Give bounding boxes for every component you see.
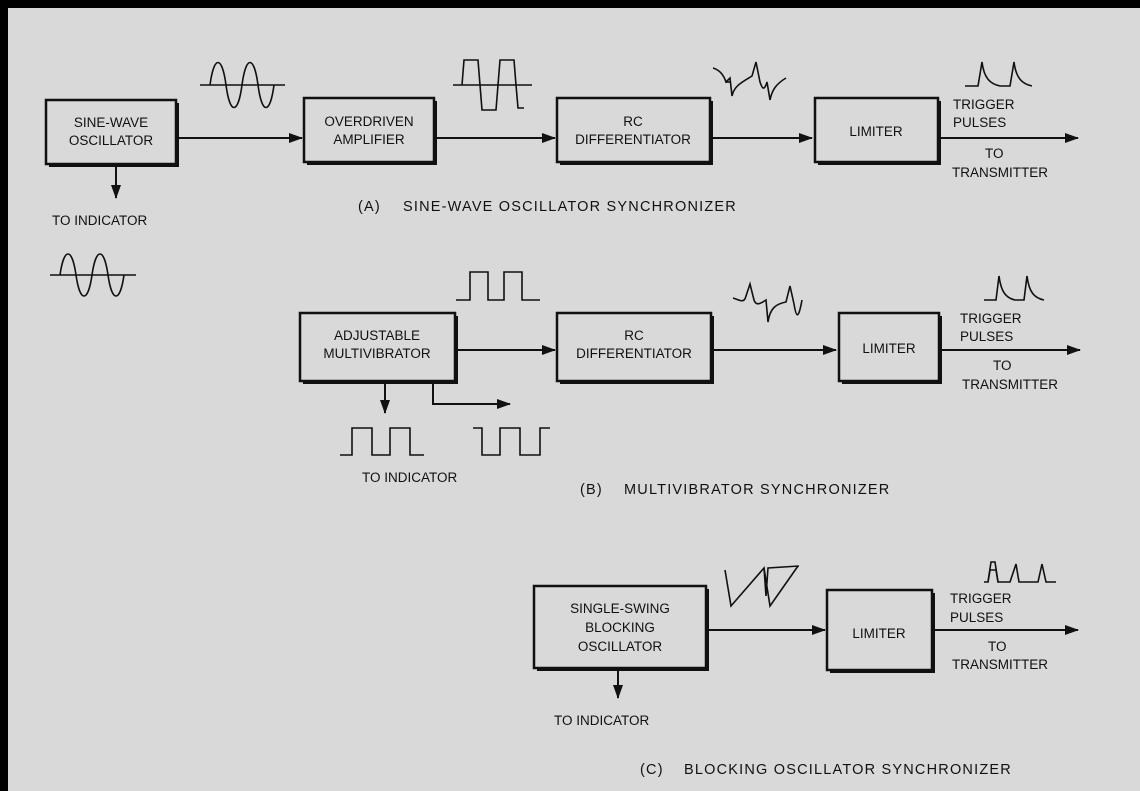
caption: BLOCKING OSCILLATOR SYNCHRONIZER [684,762,1012,778]
output-label: TO [993,358,1012,373]
differentiated-spike-icon [732,281,803,323]
block-label: LIMITER [862,341,916,356]
block-label: OSCILLATOR [578,639,663,654]
output-label: TRIGGER [950,591,1012,606]
block-limiter: LIMITER [813,96,941,165]
caption-tag: (B) [580,482,603,498]
output-label: TRANSMITTER [952,165,1048,180]
block-label: LIMITER [849,124,903,139]
block-rc-differentiator: RC DIFFERENTIATOR [555,96,713,165]
output-label: TRANSMITTER [952,657,1048,672]
block-label: RC [624,328,644,343]
output-label: TO [988,639,1007,654]
block-label: DIFFERENTIATOR [576,346,692,361]
block-label: OSCILLATOR [69,133,154,148]
block-adjustable-multivibrator: ADJUSTABLE MULTIVIBRATOR [298,311,458,384]
block-label: ADJUSTABLE [334,328,420,343]
square-wave-icon [456,271,540,301]
output-label: PULSES [953,115,1006,130]
output-label: TRANSMITTER [962,377,1058,392]
sawtooth-wave-icon [724,565,800,609]
caption-tag: (C) [640,762,664,778]
to-indicator-label: TO INDICATOR [362,470,458,485]
differentiated-spike-icon [712,61,787,101]
block-single-swing-blocking-oscillator: SINGLE-SWING BLOCKING OSCILLATOR [532,584,709,671]
caption-tag: (A) [358,199,381,215]
block-limiter: LIMITER [825,588,935,673]
clipped-sine-wave-icon [453,59,532,111]
output-label: TRIGGER [953,97,1015,112]
trigger-pulse-icon [984,275,1045,301]
output-label: PULSES [950,610,1003,625]
caption: SINE-WAVE OSCILLATOR SYNCHRONIZER [403,199,737,215]
output-label: TRIGGER [960,311,1022,326]
diagram-c: SINGLE-SWING BLOCKING OSCILLATOR TO INDI… [532,561,1079,778]
caption: MULTIVIBRATOR SYNCHRONIZER [624,482,890,498]
trigger-pulse-icon [965,61,1033,87]
block-sine-wave-oscillator: SINE-WAVE OSCILLATOR [44,98,179,167]
block-overdriven-amplifier: OVERDRIVEN AMPLIFIER [302,96,437,165]
to-indicator-label: TO INDICATOR [52,213,148,228]
trigger-pulse-icon [984,561,1056,583]
block-label: MULTIVIBRATOR [323,346,431,361]
square-wave-icon [340,427,424,456]
block-label: SINE-WAVE [74,115,148,130]
block-label: DIFFERENTIATOR [575,132,691,147]
block-label: BLOCKING [585,620,655,635]
sine-wave-icon [50,253,136,297]
block-label: OVERDRIVEN [324,114,413,129]
output-label: TO [985,146,1004,161]
sine-wave-icon [200,61,285,109]
block-label: AMPLIFIER [333,132,405,147]
diagram-b: ADJUSTABLE MULTIVIBRATOR TO INDICATOR RC… [298,271,1081,498]
inverted-square-wave-icon [473,427,550,456]
block-label: LIMITER [852,626,906,641]
diagram-a: SINE-WAVE OSCILLATOR TO INDICATOR OVERDR… [44,59,1079,228]
block-label: RC [623,114,643,129]
block-rc-differentiator: RC DIFFERENTIATOR [555,311,714,384]
block-limiter: LIMITER [837,311,942,384]
output-label: PULSES [960,329,1013,344]
to-indicator-label: TO INDICATOR [554,713,650,728]
block-label: SINGLE-SWING [570,601,670,616]
indicator-arrow [432,384,511,409]
